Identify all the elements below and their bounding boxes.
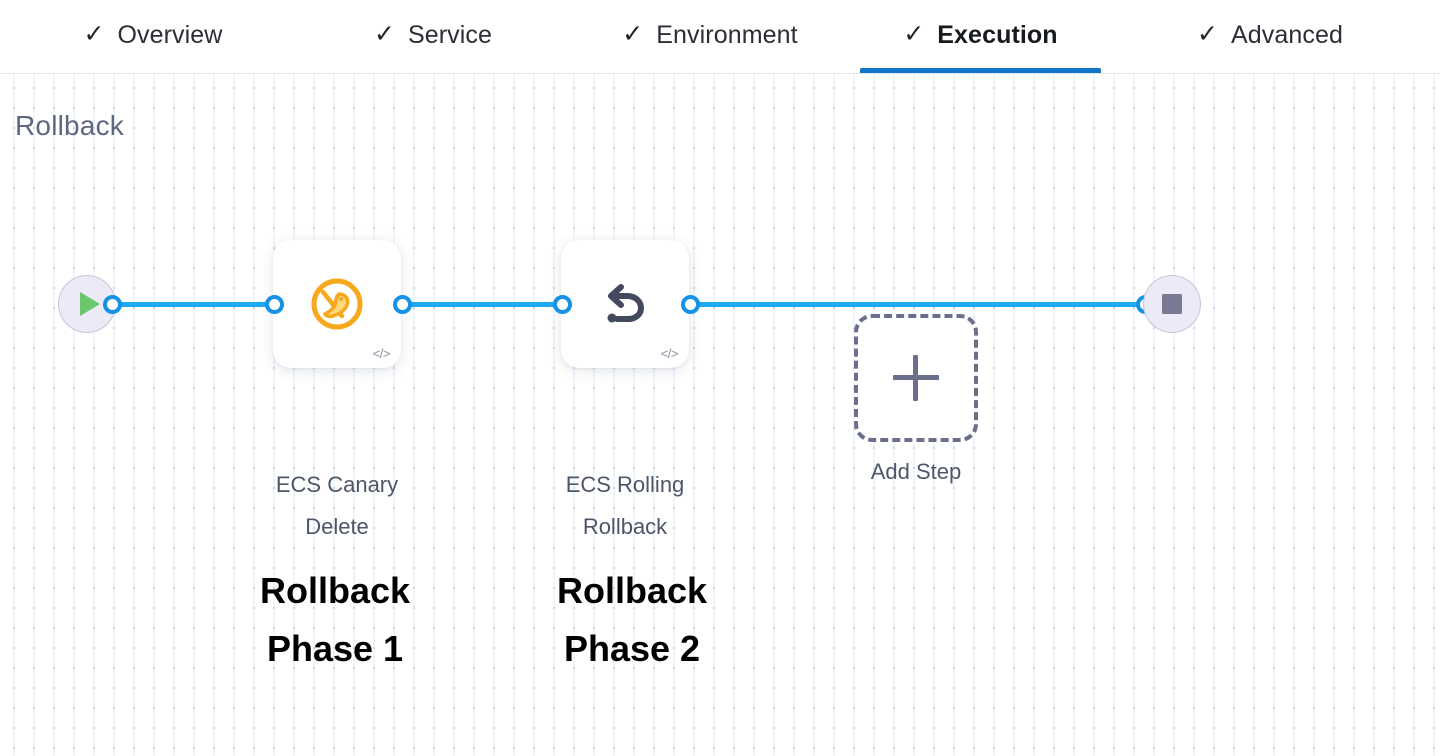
add-step-button[interactable]	[854, 314, 978, 442]
step-label-ecs-rolling-rollback: ECS Rolling Rollback	[525, 464, 725, 548]
connector-line-start-to-step1	[110, 302, 290, 307]
check-icon: ✓	[373, 19, 395, 48]
annotation-line-1: Rollback	[556, 570, 708, 611]
annotation-rollback-phase-2: Rollback Phase 2	[502, 562, 762, 679]
check-icon: ✓	[83, 19, 105, 48]
play-icon	[79, 292, 100, 316]
tab-overview[interactable]: ✓ Overview	[40, 0, 266, 73]
code-icon[interactable]: </>	[372, 346, 391, 361]
tab-execution[interactable]: ✓ Execution	[860, 0, 1101, 73]
tab-advanced[interactable]: ✓ Advanced	[1150, 0, 1390, 73]
step-label-line-1: ECS Canary	[275, 472, 399, 497]
step-label-ecs-canary-delete: ECS Canary Delete	[237, 464, 437, 548]
page-title: Rollback	[15, 110, 124, 141]
tab-overview-label: Overview	[117, 20, 223, 49]
tab-environment[interactable]: ✓ Environment	[570, 0, 850, 73]
step-label-line-1: ECS Rolling	[565, 472, 685, 497]
plus-icon	[893, 355, 939, 401]
wizard-tab-bar: ✓ Overview ✓ Service ✓ Environment ✓ Exe…	[0, 0, 1440, 74]
stop-icon	[1162, 294, 1182, 314]
connector-dot-step1-out[interactable]	[393, 295, 412, 314]
step-label-line-2: Rollback	[582, 513, 668, 539]
check-icon: ✓	[622, 19, 644, 48]
annotation-line-1: Rollback	[259, 570, 411, 611]
canary-bird-icon	[311, 278, 363, 330]
connector-line-addstep-to-end	[970, 302, 1150, 307]
pipeline-end-node[interactable]	[1143, 275, 1201, 333]
connector-dot-step1-in[interactable]	[265, 295, 284, 314]
tab-service[interactable]: ✓ Service	[320, 0, 546, 73]
rollback-flow-graph: </> </> ECS Canary Delete	[0, 74, 1440, 756]
tab-execution-label: Execution	[937, 20, 1058, 49]
connector-line-step2-to-addstep	[686, 302, 996, 307]
tab-service-label: Service	[407, 20, 492, 49]
check-icon: ✓	[1197, 19, 1218, 48]
add-step-label: Add Step	[870, 459, 962, 484]
rollback-arrow-icon	[607, 284, 645, 323]
annotation-line-2: Phase 2	[563, 628, 701, 670]
connector-dot-start-out[interactable]	[103, 295, 122, 314]
connector-line-step1-to-step2	[398, 302, 578, 307]
tab-list: ✓ Overview ✓ Service ✓ Environment ✓ Exe…	[0, 0, 1440, 73]
tab-environment-label: Environment	[656, 20, 798, 49]
step-label-line-2: Delete	[305, 513, 369, 539]
annotation-rollback-phase-1: Rollback Phase 1	[205, 562, 465, 679]
pipeline-canvas[interactable]: Rollback </>	[0, 74, 1440, 756]
tab-advanced-label: Advanced	[1230, 20, 1343, 49]
annotation-line-2: Phase 1	[266, 628, 404, 670]
check-icon: ✓	[903, 19, 925, 48]
step-card-ecs-rolling-rollback[interactable]: </>	[561, 240, 689, 368]
connector-dot-step2-in[interactable]	[553, 295, 572, 314]
code-icon[interactable]: </>	[660, 346, 679, 361]
active-tab-indicator	[860, 68, 1101, 73]
step-card-ecs-canary-delete[interactable]: </>	[273, 240, 401, 368]
connector-dot-step2-out[interactable]	[681, 295, 700, 314]
